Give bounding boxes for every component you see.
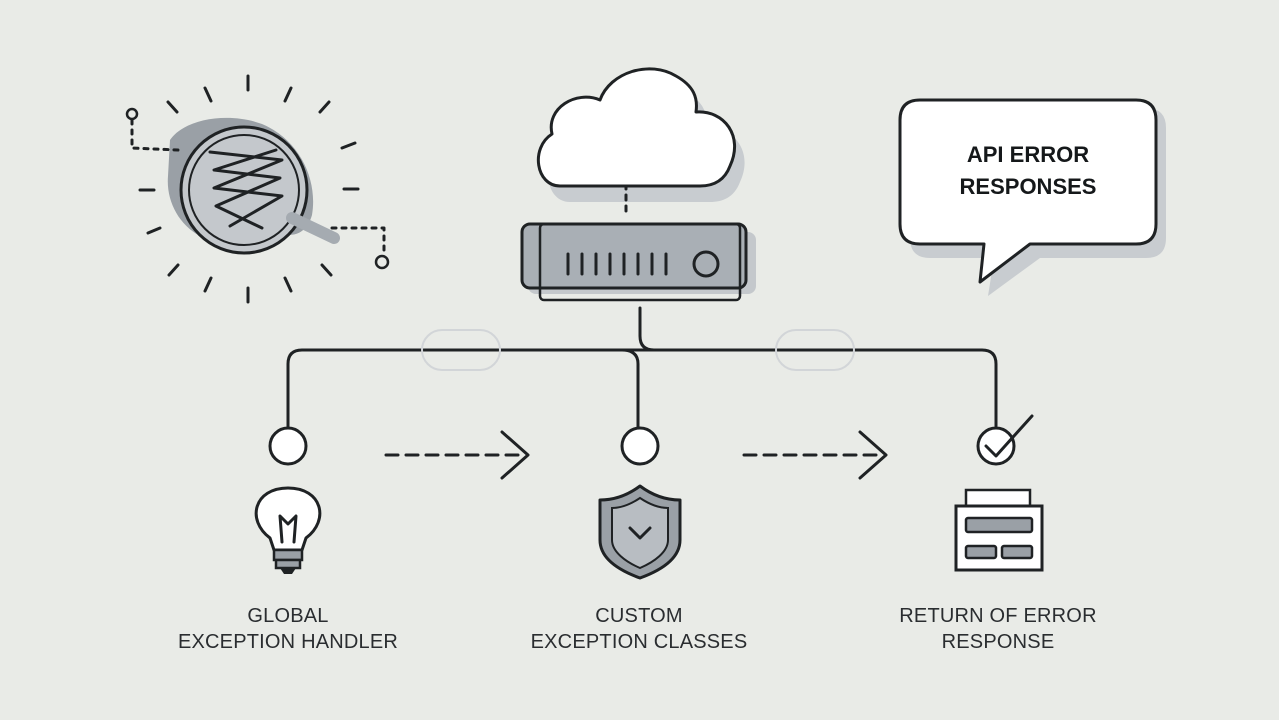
step-label-3-line-1: RETURN OF ERROR — [899, 605, 1097, 627]
checkmark-icon — [984, 414, 1034, 458]
bubble-title: API ERROR RESPONSES — [910, 139, 1146, 203]
step-label-1-line-2: EXCEPTION HANDLER — [177, 631, 399, 653]
connector-lines — [286, 306, 998, 430]
cloud-icon — [536, 67, 745, 216]
bubble-title-line-2: RESPONSES — [959, 174, 1097, 199]
step-label-3: RETURN OF ERROR RESPONSE — [858, 603, 1138, 655]
response-document-icon — [954, 488, 1044, 572]
step-label-3-line-2: RESPONSE — [941, 631, 1055, 653]
lightbulb-icon — [254, 486, 322, 574]
shield-check-icon — [598, 484, 682, 580]
bug-magnifier-icon — [125, 74, 390, 304]
dashed-arrow-1 — [384, 430, 530, 480]
step-label-2: CUSTOM EXCEPTION CLASSES — [499, 603, 779, 655]
step-label-1: GLOBAL EXCEPTION HANDLER — [148, 603, 428, 655]
step-label-1-line-1: GLOBAL — [247, 605, 329, 627]
dashed-arrow-2 — [742, 430, 888, 480]
step-node-2 — [620, 426, 660, 466]
server-icon — [520, 222, 756, 302]
step-node-3 — [976, 414, 1034, 466]
step-node-1 — [268, 426, 308, 466]
speech-bubble-icon — [898, 98, 1166, 296]
step-label-2-line-1: CUSTOM — [595, 605, 683, 627]
bubble-title-line-1: API ERROR — [966, 142, 1090, 167]
step-label-2-line-2: EXCEPTION CLASSES — [530, 631, 748, 653]
